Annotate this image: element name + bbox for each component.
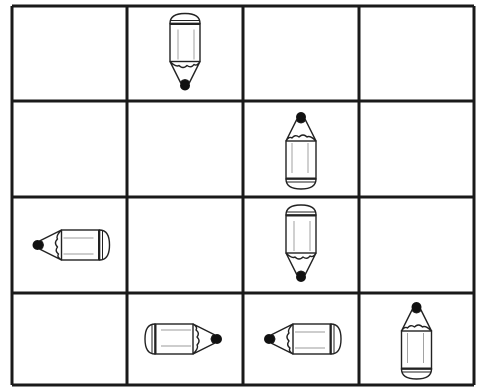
grid-cell	[359, 6, 474, 101]
grid-cell	[12, 293, 127, 385]
grid-cell	[127, 197, 243, 293]
grid-cell	[359, 101, 474, 197]
grid-cell	[12, 6, 127, 101]
grid-cell	[127, 101, 243, 197]
grid-cell	[12, 101, 127, 197]
grid-cell	[359, 197, 474, 293]
grid-cell	[243, 6, 359, 101]
